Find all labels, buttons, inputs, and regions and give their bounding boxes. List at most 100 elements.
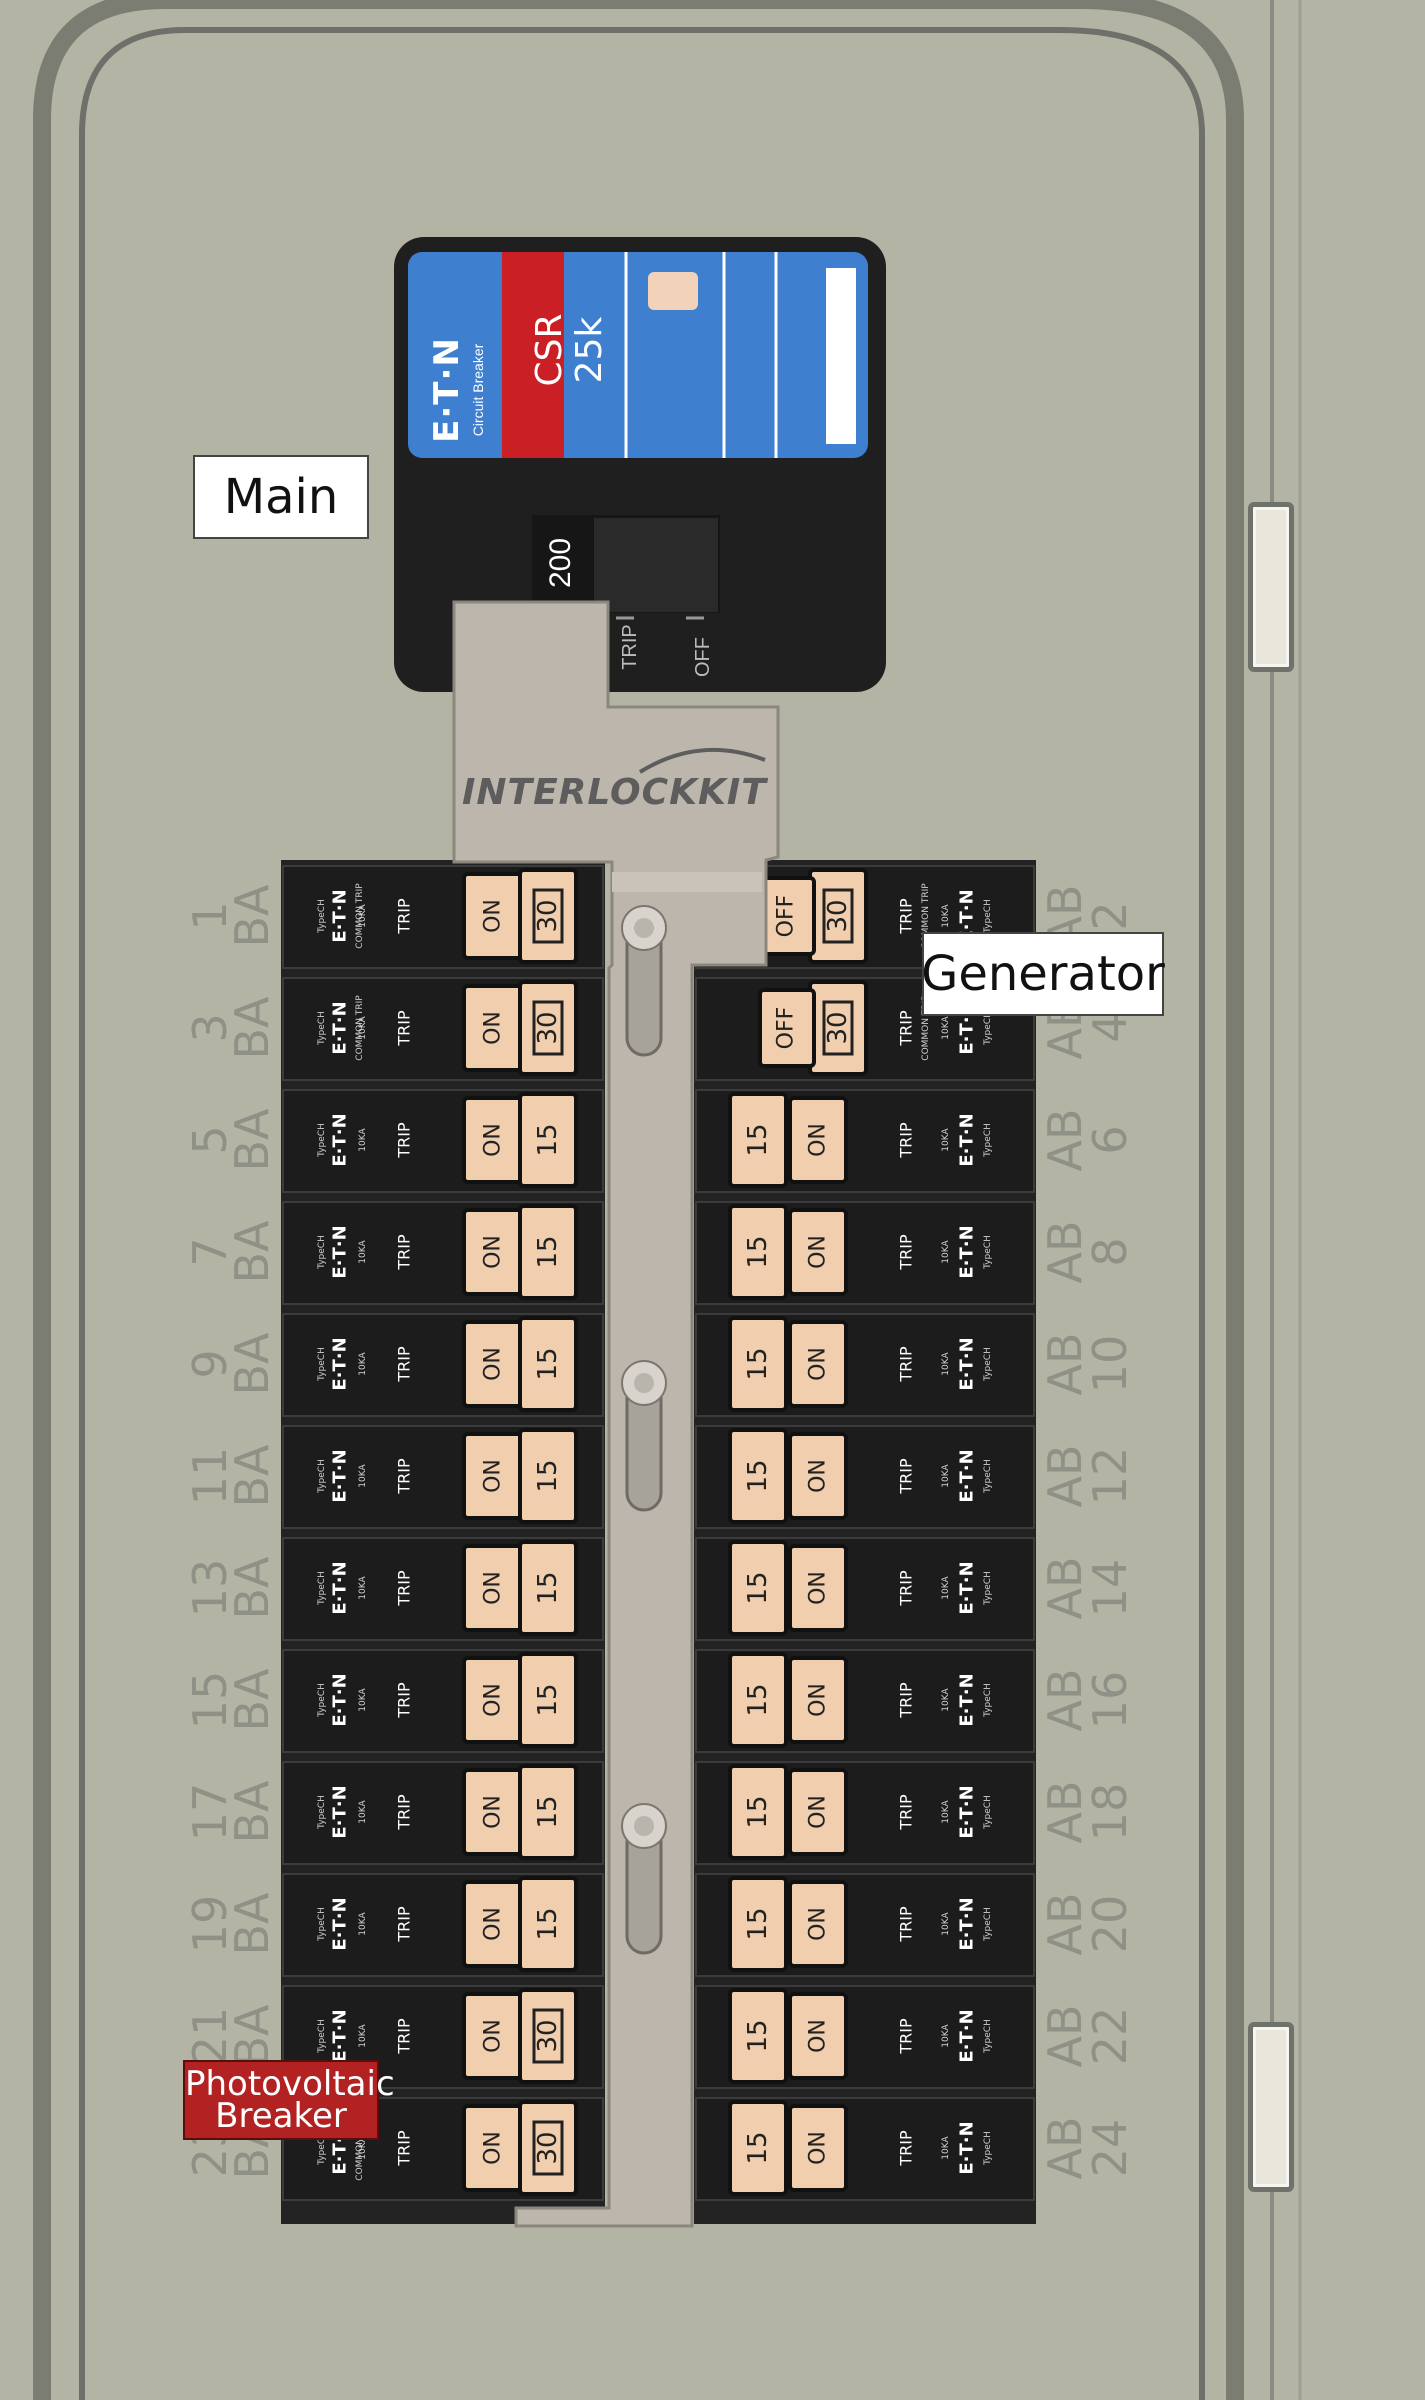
breaker-handle-on-side[interactable] bbox=[788, 1880, 848, 1968]
breaker-handle-on-side[interactable] bbox=[788, 1320, 848, 1408]
breaker-ka: 10KA bbox=[358, 1911, 368, 1935]
interlock-bolt-center bbox=[634, 1373, 654, 1393]
door-frame-inner bbox=[79, 27, 1205, 2400]
breaker-handle[interactable] bbox=[518, 1204, 578, 1300]
breaker-handle[interactable] bbox=[518, 1652, 578, 1748]
breaker-handle[interactable] bbox=[728, 1204, 788, 1300]
breaker-handle-on-side[interactable] bbox=[788, 1768, 848, 1856]
door-frame-outer bbox=[33, 0, 1244, 2400]
breaker-handle[interactable] bbox=[728, 1092, 788, 1188]
breaker-brand: E·T·N bbox=[957, 1337, 978, 1390]
breaker-type: TypeCH bbox=[317, 1011, 327, 1046]
position-number-left: 13 bbox=[183, 1559, 237, 1618]
breaker-type: TypeCH bbox=[983, 1011, 993, 1046]
breaker-brand: E·T·N bbox=[330, 1673, 351, 1726]
breaker-handle[interactable] bbox=[728, 1876, 788, 1972]
breaker-type: TypeCH bbox=[317, 1235, 327, 1270]
breaker-handle[interactable] bbox=[518, 1092, 578, 1188]
position-number-right: 2 bbox=[1083, 901, 1137, 930]
breaker-type: TypeCH bbox=[317, 2019, 327, 2054]
breaker-type: TypeCH bbox=[983, 899, 993, 934]
breaker-trip-label: TRIP bbox=[395, 1010, 414, 1047]
breaker-brand: E·T·N bbox=[330, 1449, 351, 1502]
position-number-right: 24 bbox=[1083, 2119, 1137, 2178]
breaker-handle[interactable] bbox=[728, 1540, 788, 1636]
breaker-brand: E·T·N bbox=[330, 1113, 351, 1166]
breaker-handle[interactable] bbox=[728, 1428, 788, 1524]
breaker-rating: 30 bbox=[533, 2131, 563, 2164]
breaker-brand: E·T·N bbox=[330, 1785, 351, 1838]
main-breaker-red-stripe bbox=[502, 252, 564, 458]
breaker-brand: E·T·N bbox=[957, 889, 978, 942]
breaker-type: TypeCH bbox=[317, 1683, 327, 1718]
breaker-rating: 15 bbox=[743, 1683, 773, 1716]
breaker-handle[interactable] bbox=[728, 2100, 788, 2196]
position-phase-left: BA bbox=[225, 1332, 279, 1396]
position-number-right: 16 bbox=[1083, 1671, 1137, 1730]
breaker-handle-on-side[interactable] bbox=[788, 1432, 848, 1520]
breaker-state-label: OFF bbox=[774, 1007, 799, 1050]
breaker-type: TypeCH bbox=[317, 1795, 327, 1830]
breaker-handle-off-side[interactable] bbox=[758, 988, 816, 1068]
breaker-ka: 10KA bbox=[358, 1239, 368, 1263]
breaker-ka: 10KA bbox=[358, 1127, 368, 1151]
breaker-rating-box bbox=[822, 888, 854, 944]
main-label: Main bbox=[193, 455, 369, 539]
interlock-bolt-center bbox=[634, 1816, 654, 1836]
breaker-state-label: ON bbox=[481, 1683, 506, 1717]
breaker-ka: 10KA bbox=[941, 1687, 951, 1711]
breaker-ka: 10KA bbox=[358, 2135, 368, 2159]
breaker-handle[interactable] bbox=[518, 1316, 578, 1412]
breaker-type: TypeCH bbox=[983, 1571, 993, 1606]
breaker-handle[interactable] bbox=[728, 1764, 788, 1860]
breaker-brand: E·T·N bbox=[957, 1673, 978, 1726]
breaker-state-label: ON bbox=[481, 1011, 506, 1045]
breaker-trip-label: TRIP bbox=[395, 1458, 414, 1495]
breaker-brand: E·T·N bbox=[330, 1897, 351, 1950]
breaker-brand: E·T·N bbox=[330, 1337, 351, 1390]
breaker-handle-on-side[interactable] bbox=[788, 1208, 848, 1296]
breaker-brand: E·T·N bbox=[957, 1785, 978, 1838]
breaker-type: TypeCH bbox=[983, 1235, 993, 1270]
breaker-type: TypeCH bbox=[983, 1683, 993, 1718]
breaker-rating-box bbox=[822, 1000, 854, 1056]
breaker-state-label: OFF bbox=[774, 895, 799, 938]
breaker-ka: 10KA bbox=[358, 1015, 368, 1039]
breaker-handle-on-side[interactable] bbox=[788, 1096, 848, 1184]
breaker-handle-on-side[interactable] bbox=[788, 1544, 848, 1632]
position-number-right: 6 bbox=[1083, 1125, 1137, 1154]
breaker-type: TypeCH bbox=[983, 1123, 993, 1158]
breaker-handle-on-side[interactable] bbox=[788, 1656, 848, 1744]
breaker-handle[interactable] bbox=[728, 1652, 788, 1748]
breaker-rating: 30 bbox=[533, 899, 563, 932]
breaker-type: TypeCH bbox=[983, 1907, 993, 1942]
breaker-type: TypeCH bbox=[317, 1123, 327, 1158]
breaker-rating: 15 bbox=[743, 1459, 773, 1492]
breaker-handle[interactable] bbox=[518, 1540, 578, 1636]
breaker-handle[interactable] bbox=[728, 1988, 788, 2084]
breaker-trip-label: TRIP bbox=[897, 1010, 916, 1047]
position-phase-left: BA bbox=[225, 1668, 279, 1732]
position-number-right: 14 bbox=[1083, 1559, 1137, 1618]
breaker-trip-label: TRIP bbox=[395, 2018, 414, 2055]
breaker-state-label: ON bbox=[481, 1795, 506, 1829]
breaker-trip-label: TRIP bbox=[897, 1682, 916, 1719]
breaker-handle[interactable] bbox=[518, 1764, 578, 1860]
breaker-handle[interactable] bbox=[518, 1876, 578, 1972]
main-breaker-white-label bbox=[826, 268, 856, 444]
breaker-handle-on-side[interactable] bbox=[788, 2104, 848, 2192]
position-number-right: 4 bbox=[1083, 1013, 1137, 1042]
interlock-plate-shade bbox=[612, 872, 762, 892]
breaker-handle-on-side[interactable] bbox=[788, 1992, 848, 2080]
breaker-handle[interactable] bbox=[728, 1316, 788, 1412]
breaker-trip-label: TRIP bbox=[897, 1122, 916, 1159]
photovoltaic-label-line1: Photovoltaic bbox=[185, 2064, 395, 2104]
breaker-state-label: ON bbox=[481, 1235, 506, 1269]
breaker-handle[interactable] bbox=[518, 1428, 578, 1524]
